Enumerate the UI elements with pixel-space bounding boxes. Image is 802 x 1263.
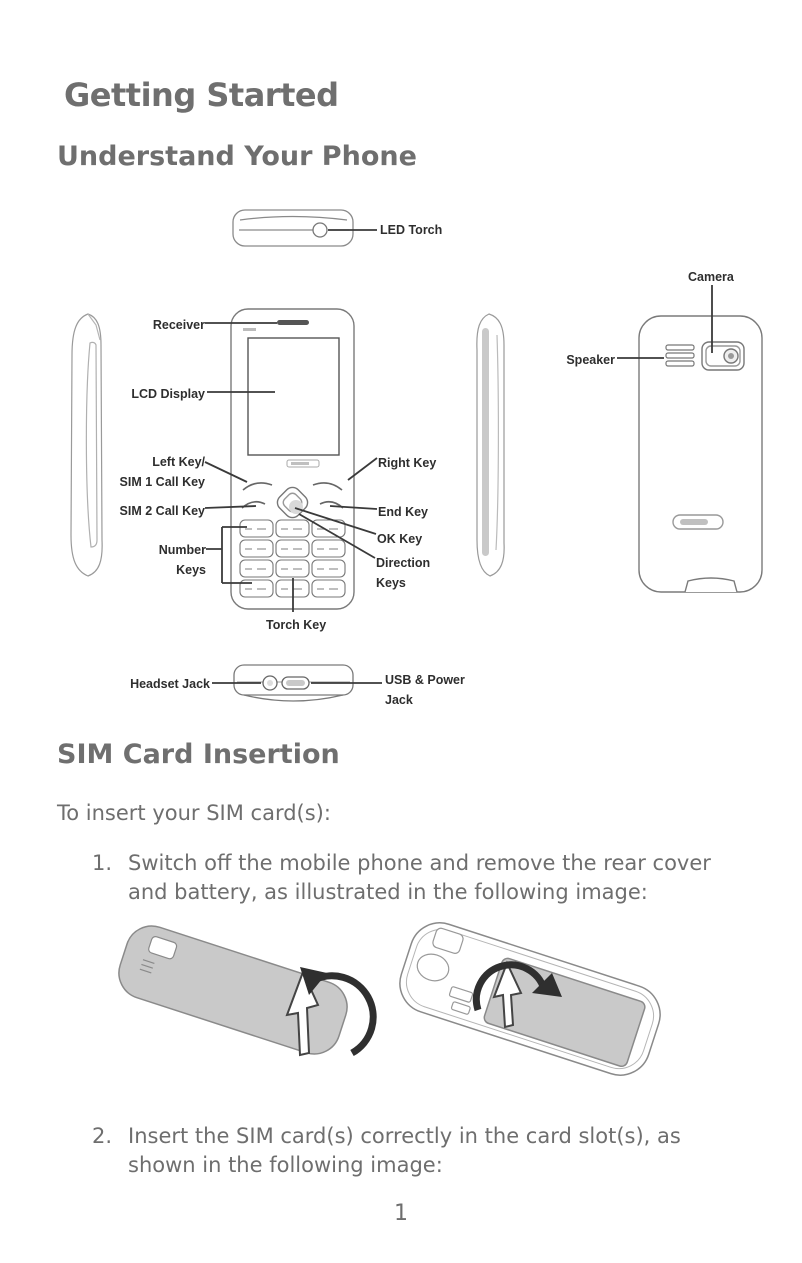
label-left-key-sim1: Left Key/ SIM 1 Call Key	[119, 455, 205, 489]
phone-left-side-view	[70, 313, 103, 577]
step-number: 2.	[92, 1124, 113, 1148]
camera-module	[701, 341, 745, 371]
phone-bottom-view	[233, 664, 354, 702]
battery-removal-drawing	[399, 922, 661, 1076]
step-item-1: 1. Switch off the mobile phone and remov…	[92, 849, 711, 907]
speaker-grille	[665, 344, 695, 367]
label-led-torch: LED Torch	[380, 223, 443, 237]
section-heading-sim-card-insertion: SIM Card Insertion	[57, 739, 340, 770]
leader-lines	[204, 229, 713, 684]
intro-text: To insert your SIM card(s):	[57, 801, 331, 825]
label-usb-power-jack: USB & Power Jack	[385, 673, 465, 707]
label-right-key: Right Key	[378, 456, 437, 470]
removal-illustration-drawing	[118, 922, 661, 1076]
label-end-key: End Key	[378, 505, 429, 519]
phone-diagram-drawing	[70, 209, 763, 702]
phone-diagram: LED Torch Camera Receiver Speaker LCD Di…	[0, 195, 802, 720]
phone-front-view	[230, 308, 355, 610]
label-lcd-display: LCD Display	[131, 387, 205, 401]
label-ok-key: OK Key	[377, 532, 423, 546]
step-number: 1.	[92, 851, 113, 875]
section-heading-understand-your-phone: Understand Your Phone	[57, 141, 417, 172]
phone-right-side-view	[476, 313, 505, 577]
label-receiver: Receiver	[152, 318, 205, 332]
keypad	[239, 519, 346, 598]
page-number: 1	[394, 1201, 408, 1226]
step-text: Switch off the mobile phone and remove t…	[128, 851, 711, 904]
page-title: Getting Started	[64, 76, 339, 114]
label-speaker: Speaker	[566, 353, 615, 367]
step-text: Insert the SIM card(s) correctly in the …	[128, 1124, 681, 1177]
label-sim2-call-key: SIM 2 Call Key	[119, 504, 205, 518]
cover-battery-removal-illustration	[0, 915, 802, 1095]
phone-back-view	[638, 315, 763, 593]
phone-top-view	[232, 209, 354, 247]
label-direction-keys: Direction Keys	[376, 556, 431, 590]
step-item-2: 2. Insert the SIM card(s) correctly in t…	[92, 1122, 681, 1180]
label-torch-key: Torch Key	[266, 618, 327, 632]
rear-cover-drawing	[118, 925, 377, 1057]
label-headset-jack: Headset Jack	[130, 677, 210, 691]
label-number-keys: Number Keys	[158, 543, 206, 577]
label-camera: Camera	[688, 270, 734, 284]
